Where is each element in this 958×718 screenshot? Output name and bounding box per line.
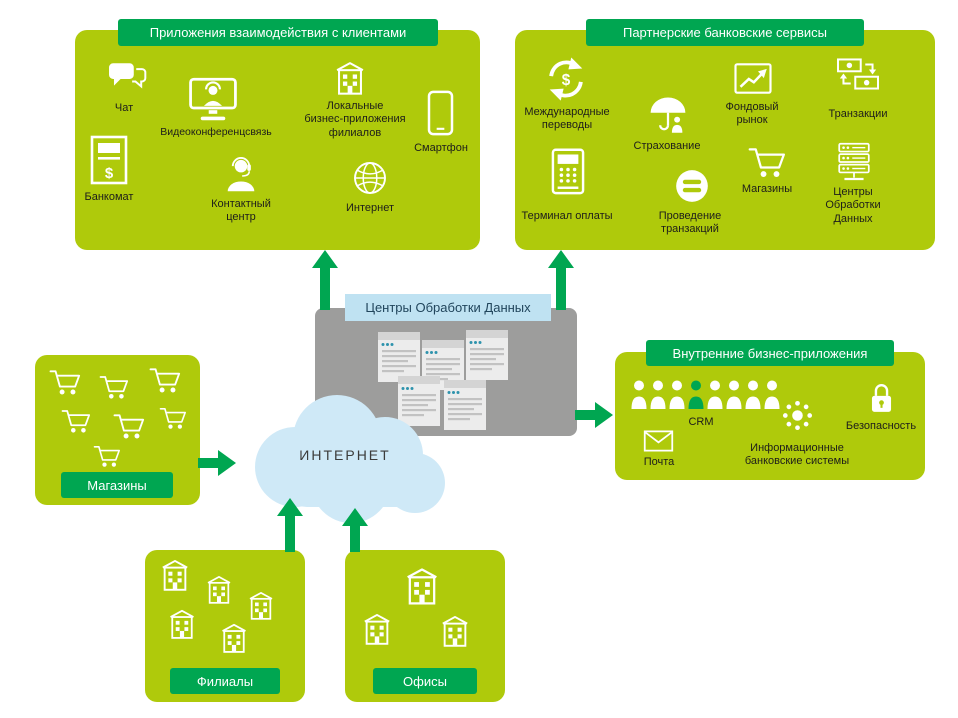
arrow-branches-to-internet	[277, 498, 303, 552]
transaction-processing-label: Проведение транзакций	[658, 210, 722, 236]
local-apps-label: Локальные бизнес-приложения филиалов	[304, 100, 406, 139]
videoconference-icon	[189, 77, 237, 122]
shops-cart-icon	[748, 148, 785, 179]
customer-apps-title: Приложения взаимодействия с клиентами	[118, 19, 438, 46]
internet-label: ИНТЕРНЕТ	[299, 447, 391, 463]
stock-market-label: Фондовый рынок	[725, 101, 779, 127]
cart-icon	[93, 445, 120, 468]
arrow-datacenter-to-internal-apps	[575, 402, 613, 428]
insurance-umbrella-icon	[649, 96, 687, 134]
insurance-label: Страхование	[633, 140, 701, 152]
internet-globe-icon	[354, 162, 386, 194]
arrow-datacenter-to-customer-apps	[312, 250, 338, 310]
arrow-datacenter-to-partner-services	[548, 250, 574, 310]
atm-icon	[90, 135, 128, 185]
info-systems-dots-icon	[782, 400, 813, 431]
building-icon	[441, 615, 469, 648]
local-apps-building-icon	[336, 62, 364, 96]
contact-center-agent-icon	[226, 157, 256, 192]
transactions-label: Транзакции	[828, 108, 888, 120]
videoconference-label: Видеоконференцсвязь	[160, 126, 272, 138]
chat-label: Чат	[114, 102, 134, 114]
building-icon	[406, 568, 438, 605]
partner-shops-label: Магазины	[741, 183, 793, 195]
building-icon	[169, 609, 195, 640]
contact-center-label: Контактный центр	[211, 198, 271, 224]
internal-apps-panel: CRM Безопасность Почта Информационные ба…	[615, 352, 925, 480]
arrow-shops-to-internet	[198, 450, 236, 476]
cart-icon	[49, 370, 81, 396]
datacenter-label: Центры Обработки Данных	[345, 294, 551, 321]
cart-icon	[61, 410, 91, 434]
shops-panel: Магазины	[35, 355, 200, 505]
transactions-banknotes-icon	[837, 58, 879, 90]
smartphone-label: Смартфон	[414, 142, 468, 154]
offices-node-label: Офисы	[373, 668, 477, 694]
building-icon	[161, 559, 189, 592]
internal-apps-title: Внутренние бизнес-приложения	[646, 340, 894, 366]
branches-node-label: Филиалы	[170, 668, 280, 694]
building-icon	[221, 623, 247, 654]
partner-services-title: Партнерские банковские сервисы	[586, 19, 864, 46]
international-transfers-icon	[547, 56, 585, 102]
building-icon	[249, 591, 273, 621]
smartphone-icon	[427, 90, 454, 136]
crm-people-icon	[631, 380, 783, 412]
shops-node-label: Магазины	[61, 472, 173, 498]
internet-globe-label: Интернет	[346, 202, 394, 214]
crm-label: CRM	[688, 416, 714, 428]
building-icon	[207, 575, 231, 605]
cart-icon	[149, 368, 181, 394]
payment-terminal-icon	[551, 148, 585, 195]
building-icon	[363, 613, 391, 646]
data-centers-servers-icon	[838, 142, 870, 181]
atm-label: Банкомат	[84, 191, 134, 203]
cart-icon	[159, 407, 186, 430]
info-systems-label: Информационные банковские системы	[744, 442, 850, 468]
data-centers-label: Центры Обработки Данных	[825, 186, 881, 225]
chat-icon	[108, 62, 147, 88]
cart-icon	[99, 376, 129, 400]
transaction-processing-icon	[676, 170, 708, 202]
security-label: Безопасность	[845, 420, 917, 432]
partner-services-panel: Международные переводы Страхование Фондо…	[515, 30, 935, 250]
branches-panel: Филиалы	[145, 550, 305, 702]
payment-terminal-label: Терминал оплаты	[521, 210, 613, 222]
international-transfers-label: Международные переводы	[524, 106, 610, 132]
mail-label: Почта	[643, 456, 675, 468]
offices-panel: Офисы	[345, 550, 505, 702]
stock-market-chart-icon	[734, 63, 772, 94]
customer-apps-panel: Чат Видеоконференцсвязь Локальные бизнес…	[75, 30, 480, 250]
mail-envelope-icon	[643, 430, 674, 452]
arrow-offices-to-internet	[342, 508, 368, 552]
internet-cloud	[255, 395, 445, 523]
cart-icon	[113, 414, 145, 440]
security-lock-icon	[870, 383, 893, 414]
